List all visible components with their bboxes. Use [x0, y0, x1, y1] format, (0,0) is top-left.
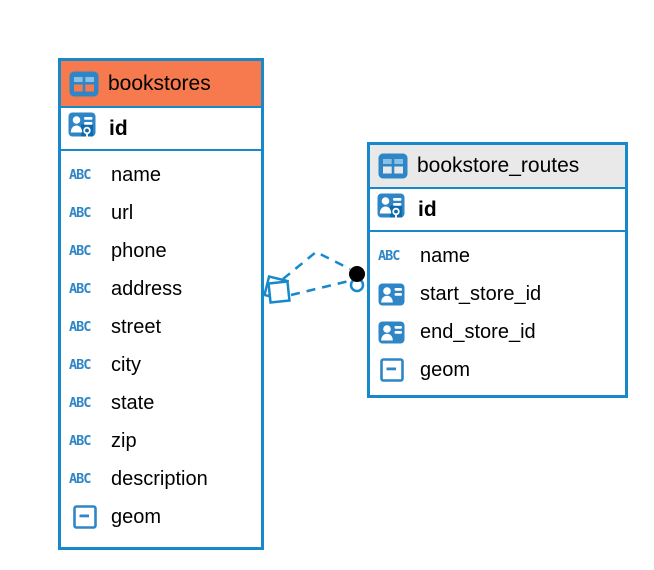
text-type-icon: ABC — [69, 167, 91, 183]
column-row[interactable]: geom — [370, 351, 625, 389]
column-name: phone — [111, 239, 167, 262]
relationship-endpoint-dot[interactable] — [349, 266, 365, 282]
table-bookstores[interactable]: bookstores id ABC — [58, 58, 264, 550]
relationship-line-upper[interactable] — [282, 250, 351, 280]
column-name: id — [418, 197, 437, 221]
column-name: city — [111, 353, 141, 376]
column-list: ABC name start_store_id — [370, 232, 625, 393]
column-row[interactable]: ABC street — [61, 308, 261, 346]
column-row[interactable]: ABC state — [61, 384, 261, 422]
primary-key-icon — [377, 193, 409, 226]
reference-type-icon — [378, 283, 412, 306]
column-row-id[interactable]: id — [370, 189, 625, 232]
column-row[interactable]: end_store_id — [370, 313, 625, 351]
column-row[interactable]: ABC phone — [61, 232, 261, 270]
column-row[interactable]: ABC zip — [61, 422, 261, 460]
column-name: start_store_id — [420, 282, 542, 305]
text-type-icon: ABC — [69, 433, 91, 449]
column-name: street — [111, 315, 162, 338]
text-type-icon: ABC — [69, 205, 91, 221]
column-row[interactable]: ABC name — [370, 237, 625, 275]
column-row[interactable]: ABC name — [61, 156, 261, 194]
text-type-icon: ABC — [69, 319, 91, 335]
text-type-icon: ABC — [69, 281, 91, 297]
text-type-icon: ABC — [69, 357, 91, 373]
column-name: name — [420, 244, 471, 267]
reference-type-icon — [378, 321, 412, 344]
text-type-icon: ABC — [69, 471, 91, 487]
column-list: ABC name ABC url ABC phone ABC address A… — [61, 151, 261, 540]
table-bookstores-header[interactable]: bookstores — [61, 61, 261, 108]
column-name: name — [111, 163, 162, 186]
column-row[interactable]: ABC description — [61, 460, 261, 498]
column-row[interactable]: geom — [61, 498, 261, 536]
text-type-icon: ABC — [69, 395, 91, 411]
table-bookstore-routes-header[interactable]: bookstore_routes — [370, 145, 625, 189]
column-row[interactable]: ABC url — [61, 194, 261, 232]
text-type-icon: ABC — [69, 243, 91, 259]
column-name: url — [111, 201, 134, 224]
column-name: geom — [420, 358, 471, 381]
table-title: bookstores — [108, 71, 211, 95]
table-bookstore-routes[interactable]: bookstore_routes id ABC — [367, 142, 628, 398]
column-name: address — [111, 277, 183, 300]
column-name: geom — [111, 505, 162, 528]
geometry-type-icon — [69, 505, 103, 529]
column-name: id — [109, 116, 128, 140]
relationship-line-lower[interactable] — [290, 279, 350, 297]
column-row[interactable]: start_store_id — [370, 275, 625, 313]
column-row-id[interactable]: id — [61, 108, 261, 151]
table-title: bookstore_routes — [417, 154, 580, 177]
geometry-type-icon — [378, 358, 412, 382]
table-icon — [69, 71, 99, 96]
column-row[interactable]: ABC address — [61, 270, 261, 308]
column-name: end_store_id — [420, 320, 536, 343]
table-icon — [378, 153, 408, 179]
relationship-square-marker-front[interactable] — [267, 280, 291, 304]
column-name: zip — [111, 429, 137, 452]
relationship-connector — [262, 250, 365, 304]
text-type-icon: ABC — [378, 248, 400, 264]
column-row[interactable]: ABC city — [61, 346, 261, 384]
column-name: description — [111, 467, 208, 490]
primary-key-icon — [68, 112, 100, 145]
column-name: state — [111, 391, 155, 414]
